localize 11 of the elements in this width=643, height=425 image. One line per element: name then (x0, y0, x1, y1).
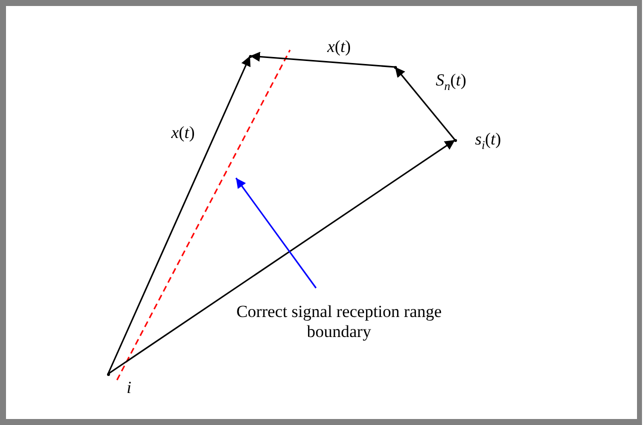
vector-arrow (108, 139, 456, 375)
vertex-point (394, 66, 396, 68)
leader-arrow (235, 178, 317, 288)
vector-arrow (107, 56, 251, 374)
vector-arrow (394, 66, 456, 140)
vertex-point (454, 138, 456, 142)
vertex-point (248, 54, 252, 58)
point-label: i (126, 378, 132, 398)
vector-arrow (250, 52, 396, 68)
annotation-text: Correct signal reception range boundary (235, 302, 443, 343)
vertex-point (106, 372, 110, 376)
